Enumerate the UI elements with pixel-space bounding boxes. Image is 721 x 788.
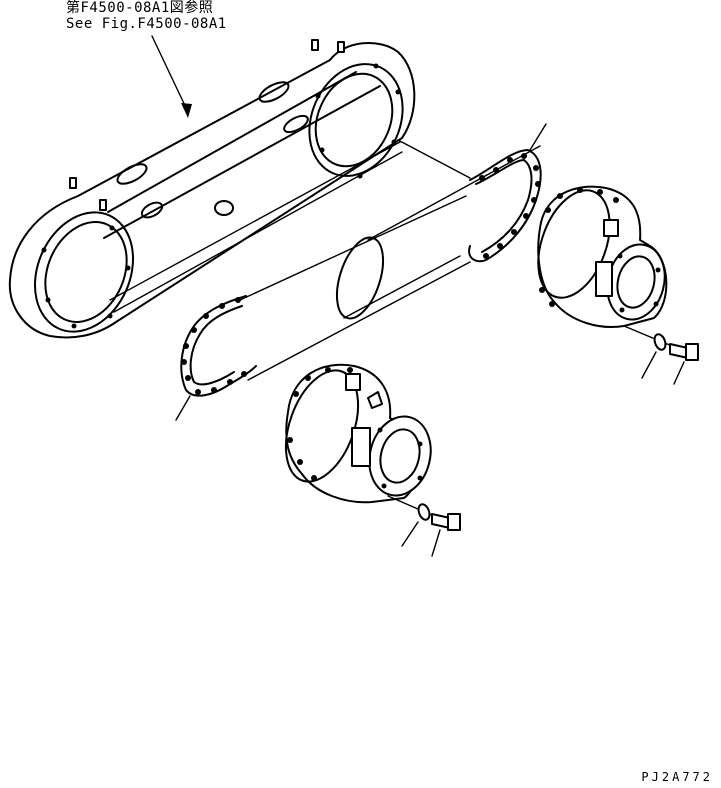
final-drive-hub-lower [284, 363, 432, 504]
final-drive-hub-upper [537, 185, 668, 328]
drive-chain [175, 123, 547, 421]
figure-reference-japanese: 第F4500-08A1図参照 [66, 0, 214, 16]
reference-leader-arrow [151, 35, 192, 118]
sprocket-shaft-cylinder [239, 139, 541, 381]
figure-reference-english: See Fig.F4500-08A1 [66, 16, 227, 32]
drawing-code-label: PJ2A772 [641, 770, 713, 784]
final-drive-case [8, 39, 416, 339]
washer-and-bolt-upper [623, 325, 699, 385]
washer-and-bolt-lower [387, 495, 461, 557]
